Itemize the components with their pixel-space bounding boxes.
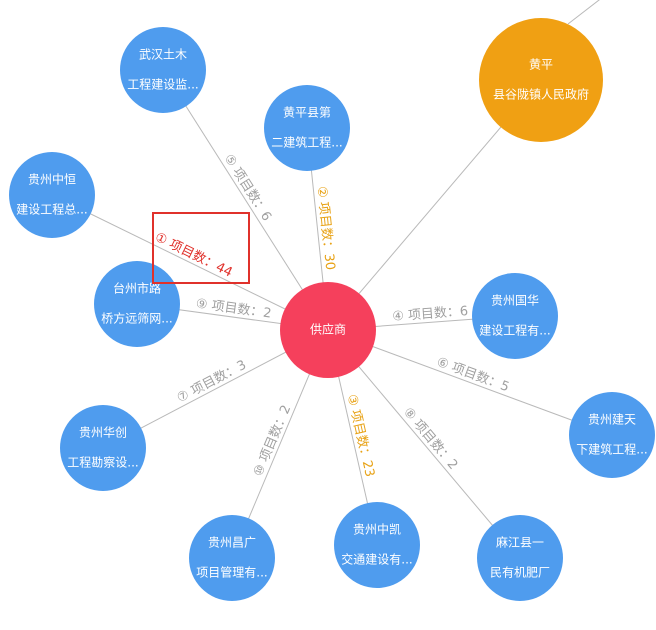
node-label-line: 建设工程总... [16,202,87,217]
node-label-line: 贵州国华 [491,294,539,308]
center-node-circle [280,282,376,378]
edge-label-taizhou: ⑨ 项目数：2 [195,297,272,322]
node-guizhou-zhongkai[interactable]: 贵州中凯交通建设有... [334,502,420,588]
node-guizhou-jiantian[interactable]: 贵州建天下建筑工程... [569,392,655,478]
node-label-line: 贵州昌广 [208,536,256,550]
node-label-line: 麻江县一 [496,535,544,550]
node-circle [479,18,603,142]
node-guizhou-changguang[interactable]: 贵州昌广项目管理有... [189,515,275,601]
node-circle [189,515,275,601]
node-guizhou-guohua[interactable]: 贵州国华建设工程有... [472,273,558,359]
edge-label-majiang: ⑧ 项目数：2 [400,405,460,473]
edge-guizhou-jiantian [327,329,613,436]
node-label-line: 台州市路 [113,281,161,296]
node-label-line: 项目管理有... [196,565,267,580]
edge-label-guizhou-changguang: ⑩ 项目数：2 [251,403,294,479]
node-label-line: 黄平 [529,58,553,72]
center-node-supplier[interactable]: 供应商 [280,282,376,378]
node-circle [60,405,146,491]
node-guizhou-huachuang[interactable]: 贵州华创工程勘察设... [60,405,146,491]
node-huangping-2[interactable]: 黄平县第二建筑工程... [264,85,350,171]
node-label-line: 下建筑工程... [576,442,647,457]
node-label-line: 桥方远筛网... [101,311,172,326]
node-circle [472,273,558,359]
center-node-label: 供应商 [310,322,346,337]
node-circle [264,85,350,171]
node-label-line: 县谷陇镇人民政府 [493,87,589,102]
node-circle [477,515,563,601]
node-label-line: 黄平县第 [283,106,331,120]
edge-majiang [327,329,521,559]
node-label-line: 二建筑工程... [271,135,342,150]
node-label-line: 贵州建天 [588,413,636,427]
node-label-line: 贵州中凯 [353,522,401,537]
edge-label-guizhou-guohua: ④ 项目数：6 [392,304,469,325]
node-label-line: 民有机肥厂 [490,566,550,580]
node-circle [120,27,206,113]
node-label-line: 武汉土木 [139,48,187,62]
edge-label-guizhou-zhongkai: ③ 项目数：23 [344,393,377,479]
node-label-line: 工程勘察设... [67,455,138,470]
node-circle [334,502,420,588]
node-guizhou-zhongheng[interactable]: 贵州中恒建设工程总... [9,152,95,238]
node-label-line: 建设工程有... [479,323,550,338]
node-label-line: 交通建设有... [341,552,412,567]
edge-offscreen [567,0,600,25]
node-label-line: 贵州华创 [79,426,127,440]
edge-label-guizhou-jiantian: ⑥ 项目数：5 [435,355,512,395]
node-wuhan[interactable]: 武汉土木工程建设监... [120,27,206,113]
edge-guizhou-zhongheng [51,194,329,331]
node-label-line: 贵州中恒 [28,172,76,187]
node-label-line: 工程建设监... [127,77,198,92]
edge-wuhan [162,69,329,331]
highlight-box [152,212,250,284]
node-circle [9,152,95,238]
edge-label-guizhou-huachuang: ⑦ 项目数：3 [175,358,249,407]
node-circle [569,392,655,478]
